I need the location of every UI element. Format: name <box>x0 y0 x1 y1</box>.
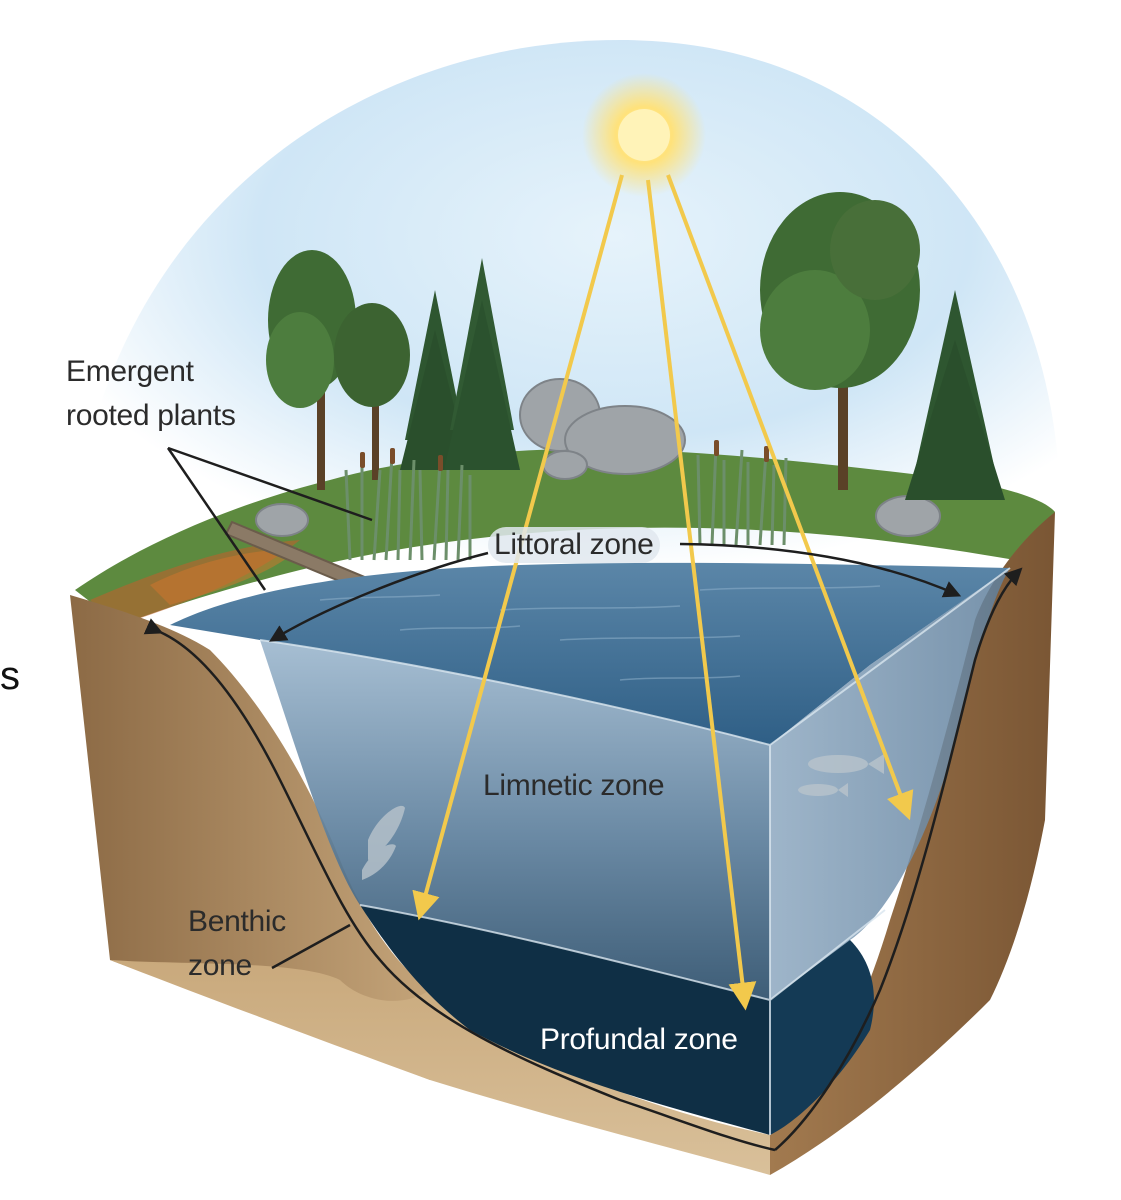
rocks <box>255 378 941 537</box>
emergent-plants <box>344 444 788 561</box>
label-littoral-zone: Littoral zone <box>488 527 660 563</box>
sediment-front <box>110 960 770 1175</box>
trees-right <box>760 192 1005 500</box>
shore-vegetation <box>75 448 1055 625</box>
sediment-right <box>770 512 1055 1175</box>
sediment-left <box>70 595 430 1080</box>
emergent-leader-lines <box>166 446 373 591</box>
edge-text-fragment: s <box>0 654 20 698</box>
benthic-boundary-left <box>143 618 776 1152</box>
sun-icon <box>582 73 706 197</box>
label-limnetic-zone: Limnetic zone <box>483 769 665 802</box>
trees-left <box>266 250 520 490</box>
fish-icon <box>362 754 884 880</box>
profundal-water <box>360 905 770 1135</box>
benthic-boundary-right <box>774 567 1023 1151</box>
label-profundal-zone: Profundal zone <box>540 1023 738 1056</box>
label-benthic-line2: zone <box>188 949 252 982</box>
label-benthic-line1: Benthic <box>188 905 286 938</box>
label-emergent-line1: Emergent <box>66 355 194 388</box>
benthic-leader-line <box>271 923 351 970</box>
water-right-face <box>770 568 1010 1000</box>
cattail-heads <box>360 440 769 471</box>
littoral-arrow-right <box>679 542 962 598</box>
label-emergent-line2: rooted plants <box>66 399 236 432</box>
lake-surface <box>170 562 1010 745</box>
littoral-arrow-left <box>269 551 489 642</box>
